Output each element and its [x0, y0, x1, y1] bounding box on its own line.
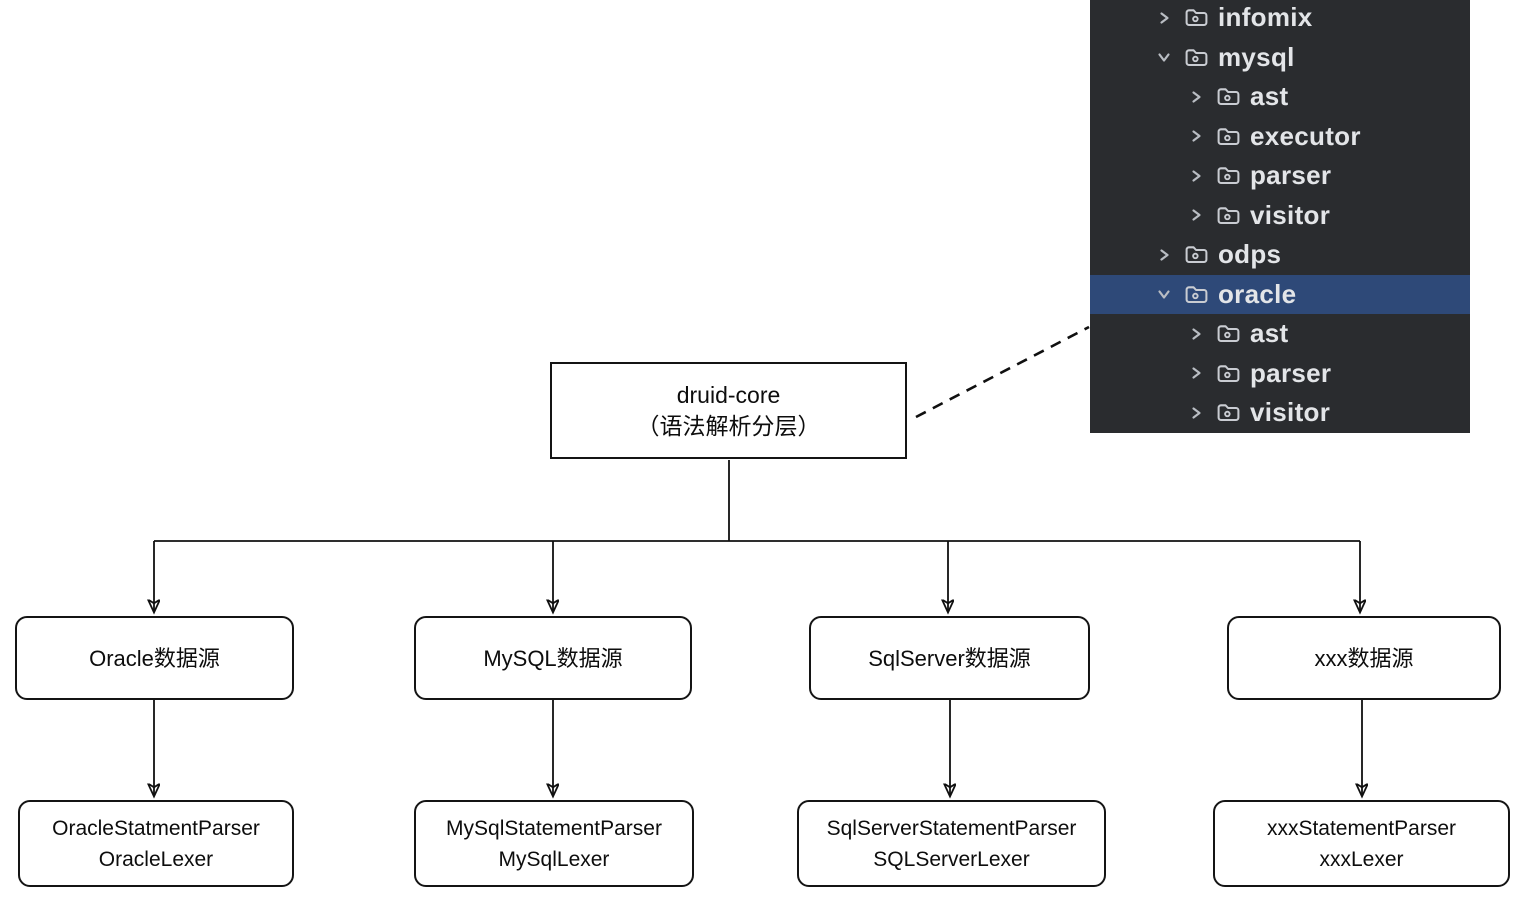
chevron-down-icon[interactable]: [1150, 282, 1178, 306]
node-druid-core: druid-core （语法解析分层）: [550, 362, 907, 459]
node-label: Oracle数据源: [89, 645, 220, 671]
node-sqlserver-source: SqlServer数据源: [809, 616, 1090, 700]
tree-item-label: infomix: [1218, 2, 1313, 33]
tree-item-label: parser: [1250, 357, 1332, 388]
folder-icon: [1183, 44, 1210, 71]
tree-item-label: visitor: [1250, 199, 1331, 230]
tree-item-label: ast: [1250, 318, 1289, 349]
node-label: （语法解析分层）: [636, 412, 821, 439]
folder-icon: [1215, 83, 1242, 110]
node-xxx-parser: xxxStatementParser xxxLexer: [1213, 800, 1510, 887]
node-label: druid-core: [676, 381, 781, 408]
chevron-right-icon[interactable]: [1182, 124, 1210, 148]
chevron-right-icon[interactable]: [1150, 243, 1178, 267]
chevron-right-icon[interactable]: [1182, 85, 1210, 109]
tree-item-label: mysql: [1218, 41, 1295, 72]
chevron-down-icon[interactable]: [1150, 45, 1178, 69]
node-label: MySQL数据源: [483, 645, 623, 671]
folder-icon: [1183, 281, 1210, 308]
tree-item-parser[interactable]: parser: [1090, 354, 1470, 394]
tree-item-label: parser: [1250, 160, 1332, 191]
node-label: MySqlStatementParser: [446, 816, 662, 840]
tree-item-visitor[interactable]: visitor: [1090, 196, 1470, 236]
folder-icon: [1215, 123, 1242, 150]
tree-item-label: executor: [1250, 120, 1361, 151]
tree-item-label: visitor: [1250, 397, 1331, 428]
chevron-right-icon[interactable]: [1182, 164, 1210, 188]
node-xxx-source: xxx数据源: [1227, 616, 1501, 700]
tree-item-odps[interactable]: odps: [1090, 235, 1470, 275]
node-sqlserver-parser: SqlServerStatementParser SQLServerLexer: [797, 800, 1106, 887]
folder-icon: [1215, 162, 1242, 189]
chevron-right-icon[interactable]: [1182, 401, 1210, 425]
tree-item-label: ast: [1250, 81, 1289, 112]
folder-icon: [1183, 241, 1210, 268]
node-label: xxx数据源: [1314, 645, 1414, 671]
node-label: SqlServer数据源: [868, 645, 1031, 671]
node-oracle-parser: OracleStatmentParser OracleLexer: [18, 800, 294, 887]
node-label: xxxStatementParser: [1266, 816, 1457, 840]
file-tree: infomix mysql ast executor parser visitor odps…: [1090, 0, 1470, 433]
node-label: OracleLexer: [98, 847, 214, 871]
folder-icon: [1215, 399, 1242, 426]
tree-item-label: oracle: [1218, 278, 1297, 309]
chevron-right-icon[interactable]: [1182, 322, 1210, 346]
node-mysql-parser: MySqlStatementParser MySqlLexer: [414, 800, 694, 887]
tree-item-ast[interactable]: ast: [1090, 77, 1470, 117]
folder-icon: [1215, 360, 1242, 387]
node-label: SQLServerLexer: [873, 847, 1030, 871]
dashed-link-to-tree: [915, 325, 1090, 419]
node-label: xxxLexer: [1319, 847, 1404, 871]
node-oracle-source: Oracle数据源: [15, 616, 294, 700]
node-label: MySqlLexer: [498, 847, 610, 871]
tree-item-oracle[interactable]: oracle: [1090, 274, 1470, 314]
tree-item-label: odps: [1218, 239, 1282, 270]
tree-item-parser[interactable]: parser: [1090, 156, 1470, 196]
node-label: OracleStatmentParser: [52, 816, 260, 840]
folder-icon: [1215, 320, 1242, 347]
tree-item-infomix[interactable]: infomix: [1090, 0, 1470, 38]
folder-icon: [1215, 202, 1242, 229]
chevron-right-icon[interactable]: [1182, 203, 1210, 227]
chevron-right-icon[interactable]: [1182, 361, 1210, 385]
chevron-right-icon[interactable]: [1150, 6, 1178, 30]
folder-icon: [1183, 4, 1210, 31]
file-explorer-panel: infomix mysql ast executor parser visitor odps…: [1090, 0, 1470, 433]
node-label: SqlServerStatementParser: [826, 816, 1077, 840]
tree-item-ast[interactable]: ast: [1090, 314, 1470, 354]
node-mysql-source: MySQL数据源: [414, 616, 692, 700]
tree-item-visitor[interactable]: visitor: [1090, 393, 1470, 433]
tree-item-mysql[interactable]: mysql: [1090, 38, 1470, 78]
tree-item-executor[interactable]: executor: [1090, 117, 1470, 157]
